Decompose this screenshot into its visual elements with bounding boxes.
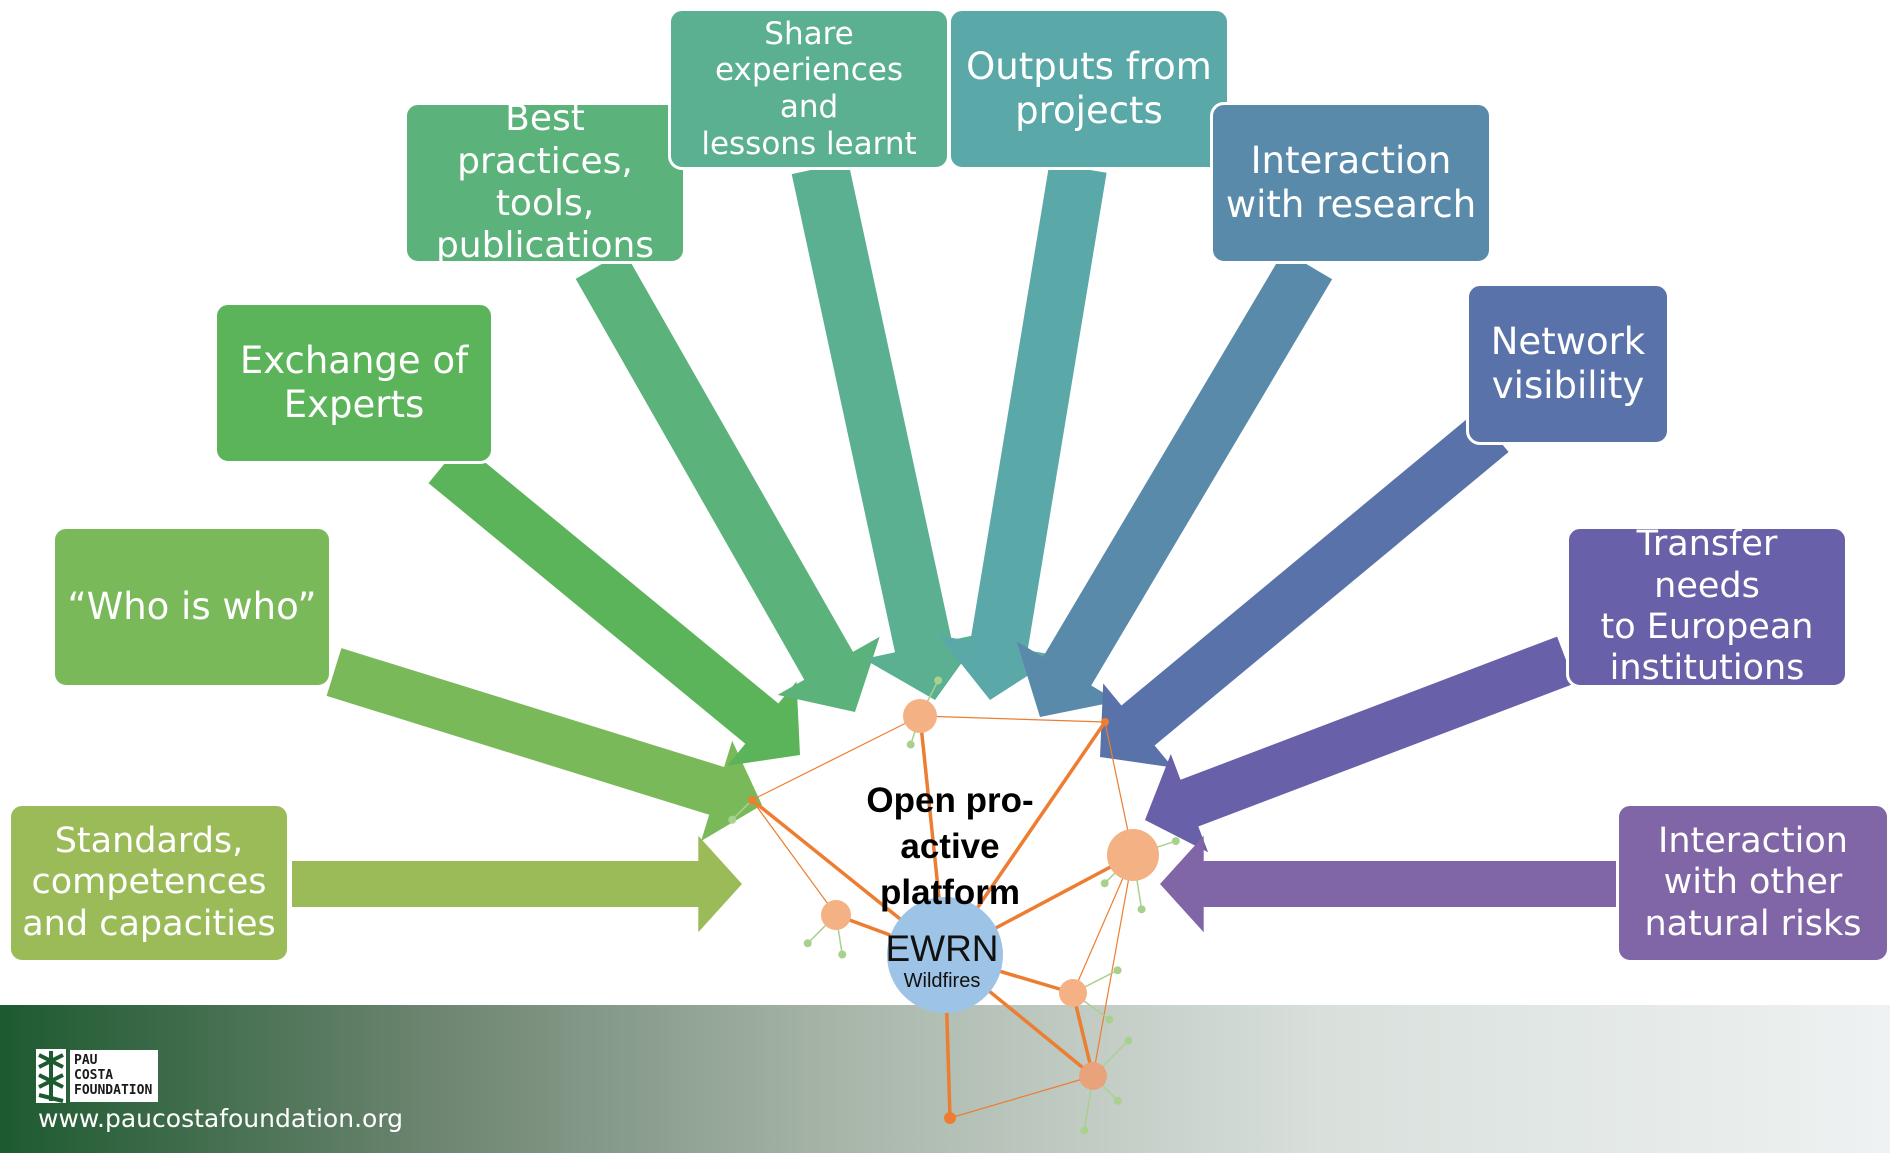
box-standards: Standards, competences and capacities (8, 803, 290, 963)
network-node-ctr (887, 897, 1003, 1013)
leaf-pattern-icon (36, 1049, 66, 1103)
leaf-br-2 (1113, 1096, 1122, 1105)
arrow-best-practices (575, 251, 880, 712)
center-name: EWRN (885, 928, 999, 969)
box-interaction-research: Interaction with research (1210, 102, 1492, 264)
network-node-lt (748, 796, 756, 804)
leaf-br-3 (1080, 1126, 1089, 1135)
leaf-right (1100, 879, 1109, 888)
box-outputs-projects: Outputs from projects (948, 8, 1230, 170)
network-node-top (903, 699, 937, 733)
arrow-interaction-research (1016, 250, 1333, 717)
network-node-bot (944, 1112, 956, 1124)
leaf-top (906, 740, 915, 749)
network-node-right (1107, 829, 1159, 881)
network-node-mr (1059, 979, 1087, 1007)
arrows-layer (292, 161, 1616, 933)
network-node-br (1079, 1062, 1107, 1090)
leaf-mr (1113, 966, 1122, 975)
arrow-exchange-experts (428, 442, 800, 766)
leaf-lt (728, 815, 737, 824)
arrow-network-visibility (1100, 412, 1509, 768)
leaf-br (1124, 1036, 1133, 1045)
leaf-top-2 (934, 676, 943, 685)
leaf-left (803, 939, 812, 948)
network-layer (728, 676, 1180, 1135)
pau-costa-logo: PAU COSTA FOUNDATION (36, 1046, 159, 1106)
link-lt-left (751, 799, 837, 916)
center-title: Open pro- active platform (866, 781, 1034, 912)
network-node-tr (1101, 718, 1109, 726)
link-right-br (1092, 854, 1134, 1077)
leaf-lt-link (731, 799, 753, 821)
network-node-left (821, 900, 851, 930)
box-network-visibility: Network visibility (1466, 283, 1670, 445)
box-best-practices: Best practices, tools, publications (404, 98, 686, 266)
arrow-share-experiences (791, 161, 983, 700)
footer-band (0, 1005, 1890, 1153)
box-interaction-risks: Interaction with other natural risks (1616, 803, 1890, 963)
leaf-right-2 (1137, 905, 1146, 914)
link-top-lt (751, 715, 921, 801)
box-share-experiences: Share experiences and lessons learnt (668, 8, 950, 170)
arrow-outputs-projects (938, 163, 1107, 701)
arrow-transfer-needs (1145, 636, 1575, 853)
center-subtitle: Wildfires (903, 970, 981, 992)
arrow-who-is-who (326, 648, 762, 841)
link-br-bot (949, 1075, 1094, 1119)
link-top-tr (919, 715, 1106, 723)
leaf-left-2 (838, 950, 847, 959)
footer-url[interactable]: www.paucostafoundation.org (38, 1104, 404, 1133)
box-transfer-needs: Transfer needs to European institutions (1566, 524, 1848, 688)
leaf-right-3 (1171, 837, 1180, 846)
box-who-is-who: “Who is who” (52, 526, 332, 688)
box-exchange-experts: Exchange of Experts (214, 302, 494, 464)
arrow-standards (292, 835, 742, 933)
leaf-mr-2 (1105, 1015, 1114, 1024)
arrow-interaction-risks (1160, 835, 1616, 933)
link-mr-br (1071, 992, 1095, 1077)
logo-text: PAU COSTA FOUNDATION (70, 1050, 159, 1102)
